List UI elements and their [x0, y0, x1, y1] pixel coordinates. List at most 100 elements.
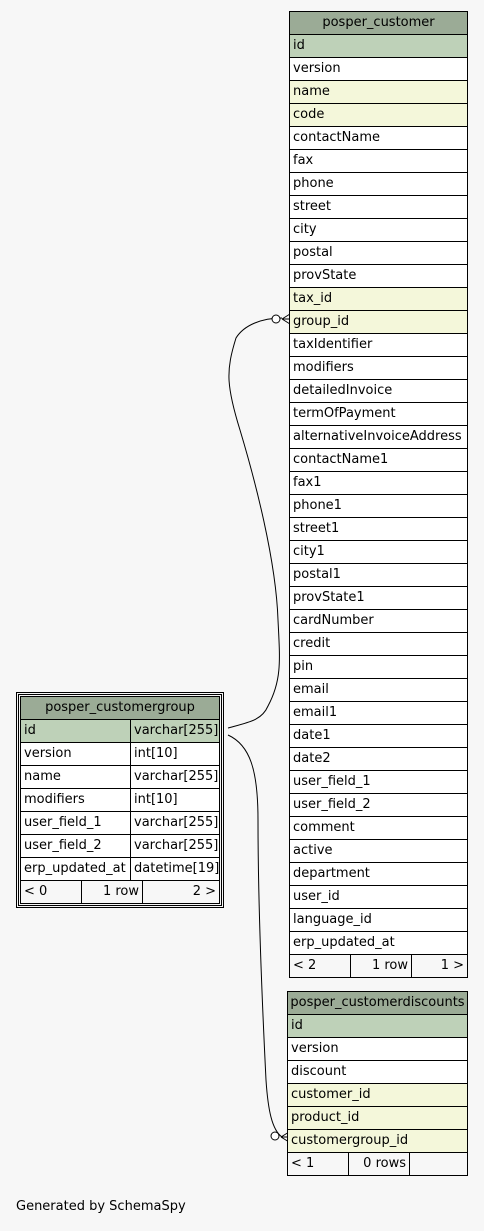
column-name: detailedInvoice — [293, 383, 393, 398]
column-row: erp_updated_at datetime[19] — [21, 858, 219, 881]
column-name: name — [293, 84, 330, 99]
table-title: posper_customergroup — [21, 697, 219, 720]
column-name: code — [293, 107, 325, 122]
column-row: postal1 — [290, 564, 467, 587]
column-row: provState1 — [290, 587, 467, 610]
column-name: discount — [291, 1064, 347, 1079]
column-name: erp_updated_at — [293, 935, 395, 950]
column-row: user_field_1 — [290, 771, 467, 794]
column-name: user_id — [293, 889, 340, 904]
column-name: postal1 — [293, 567, 341, 582]
column-row: detailedInvoice — [290, 380, 467, 403]
column-name: email1 — [293, 705, 338, 720]
column-row: customergroup_id — [288, 1130, 467, 1153]
column-row: termOfPayment — [290, 403, 467, 426]
column-name: phone — [293, 176, 334, 191]
column-name: version — [291, 1041, 339, 1056]
column-name: language_id — [293, 912, 372, 927]
column-name: credit — [293, 636, 331, 651]
column-type: varchar[255] — [130, 812, 219, 834]
column-row: id — [290, 35, 467, 58]
column-name: city1 — [293, 544, 325, 559]
column-name: fax1 — [293, 475, 322, 490]
column-name: cardNumber — [293, 613, 374, 628]
column-name: provState1 — [293, 590, 365, 605]
column-name: provState — [293, 268, 357, 283]
column-row: date2 — [290, 748, 467, 771]
column-type: varchar[255] — [130, 720, 219, 742]
column-name: product_id — [291, 1110, 360, 1125]
column-type: int[10] — [130, 743, 219, 765]
column-name: department — [293, 866, 370, 881]
column-row: id varchar[255] — [21, 720, 219, 743]
column-name: email — [293, 682, 329, 697]
column-row: comment — [290, 817, 467, 840]
column-name: erp_updated_at — [24, 861, 126, 876]
column-row: user_id — [290, 886, 467, 909]
column-row: product_id — [288, 1107, 467, 1130]
column-row: taxIdentifier — [290, 334, 467, 357]
column-row: provState — [290, 265, 467, 288]
column-name: customergroup_id — [291, 1133, 409, 1148]
column-row: erp_updated_at — [290, 932, 467, 955]
column-name: alternativeInvoiceAddress — [293, 429, 462, 444]
column-row: fax — [290, 150, 467, 173]
column-row: modifiers — [290, 357, 467, 380]
column-name: taxIdentifier — [293, 337, 373, 352]
parents-count: < 0 — [24, 884, 48, 899]
edge-customer-crowfoot — [281, 313, 291, 325]
column-type: datetime[19] — [130, 858, 219, 880]
column-name: comment — [293, 820, 355, 835]
column-row: phone1 — [290, 495, 467, 518]
column-name: group_id — [293, 314, 350, 329]
column-row: active — [290, 840, 467, 863]
column-row: street1 — [290, 518, 467, 541]
column-row: city — [290, 219, 467, 242]
row-count: 1 row — [350, 955, 411, 977]
column-row: cardNumber — [290, 610, 467, 633]
column-name: date1 — [293, 728, 331, 743]
column-name: contactName — [293, 130, 381, 145]
column-row: group_id — [290, 311, 467, 334]
column-row: user_field_1 varchar[255] — [21, 812, 219, 835]
column-name: user_field_1 — [24, 815, 102, 830]
column-row: pin — [290, 656, 467, 679]
column-row: version int[10] — [21, 743, 219, 766]
row-count: 1 row — [81, 881, 142, 903]
row-count: 0 rows — [348, 1153, 409, 1175]
column-row: email — [290, 679, 467, 702]
column-name: id — [24, 723, 36, 738]
column-name: phone1 — [293, 498, 342, 513]
parents-count: < 1 — [291, 1156, 315, 1171]
column-row: customer_id — [288, 1084, 467, 1107]
column-name: modifiers — [293, 360, 354, 375]
column-row: id — [288, 1015, 467, 1038]
column-type: varchar[255] — [130, 835, 219, 857]
column-row: name — [290, 81, 467, 104]
column-row: street — [290, 196, 467, 219]
column-name: modifiers — [24, 792, 85, 807]
children-count — [409, 1153, 467, 1175]
column-row: postal — [290, 242, 467, 265]
column-row: code — [290, 104, 467, 127]
edge-group-to-customer — [227, 317, 283, 729]
column-name: id — [293, 38, 305, 53]
column-row: alternativeInvoiceAddress — [290, 426, 467, 449]
column-name: version — [24, 746, 72, 761]
children-count: 1 > — [411, 955, 467, 977]
edge-customer-end-circle — [271, 314, 281, 324]
children-count: 2 > — [142, 881, 219, 903]
column-name: termOfPayment — [293, 406, 396, 421]
column-name: pin — [293, 659, 314, 674]
column-name: contactName1 — [293, 452, 389, 467]
column-name: active — [293, 843, 333, 858]
column-row: date1 — [290, 725, 467, 748]
